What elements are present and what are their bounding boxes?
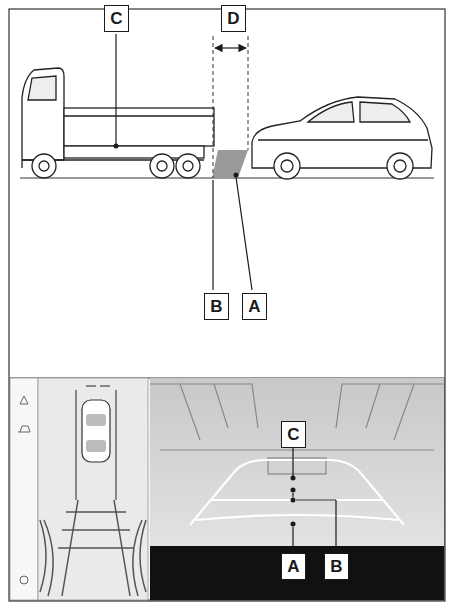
guide-lines [190, 460, 404, 525]
leader-line [236, 177, 252, 290]
leader-line [292, 493, 293, 497]
icon-column [10, 378, 38, 600]
frame [9, 9, 445, 601]
leader-dot [291, 476, 296, 481]
callout-letter: B [210, 298, 222, 315]
callout-box: C [104, 5, 129, 32]
leader-line [292, 527, 293, 552]
callout-letter: C [287, 426, 299, 443]
car [252, 97, 432, 179]
callout-box: A [242, 293, 267, 320]
leader-dot [114, 144, 119, 149]
leader-line [292, 448, 293, 476]
icon [18, 396, 30, 584]
callout-letter: B [330, 558, 342, 575]
callout-box: B [204, 293, 229, 320]
car-top-view [82, 400, 110, 462]
dark-band [150, 546, 444, 600]
camera-view [150, 378, 444, 546]
blind-zone [212, 150, 248, 178]
callout-box: A [281, 553, 306, 580]
callout-letter: C [110, 10, 122, 27]
leader-line [335, 500, 336, 552]
dimension-line [248, 36, 249, 150]
truck [22, 68, 214, 178]
screen [10, 378, 444, 600]
guide-fan [40, 500, 146, 596]
leader-dot [234, 173, 239, 178]
leader-line [296, 499, 336, 500]
dimension-arrow [215, 47, 246, 48]
top-view [38, 378, 148, 600]
dimension-line [213, 36, 214, 178]
leader-dot [291, 498, 296, 503]
leader-dot [291, 522, 296, 527]
callout-letter: D [227, 10, 239, 27]
leader-dot [291, 488, 296, 493]
callout-letter: A [248, 298, 260, 315]
callout-box: D [221, 5, 246, 32]
callout-box: C [281, 421, 306, 448]
callout-letter: A [287, 558, 299, 575]
parking-lines [76, 386, 116, 500]
leader-line [212, 180, 213, 290]
callout-box: B [324, 553, 349, 580]
leader-line [115, 34, 116, 144]
